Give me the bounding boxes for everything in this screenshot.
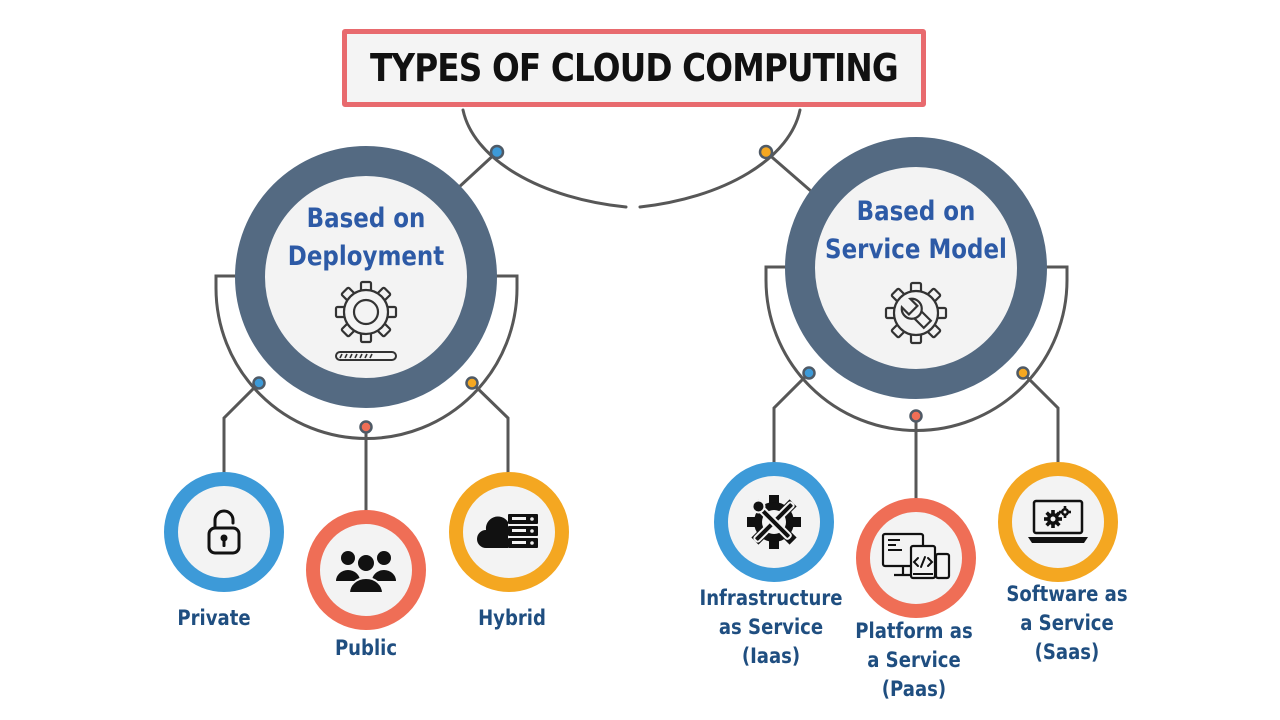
label-private: Private	[137, 604, 292, 633]
link-top-right	[764, 150, 814, 194]
title-banner: TYPES OF CLOUD COMPUTING	[342, 29, 926, 107]
link-top-left	[456, 150, 499, 190]
label-paas-line3: (Paas)	[881, 677, 947, 701]
label-iaas-line2: as Service	[718, 615, 824, 639]
hub-deployment: Based on Deployment	[235, 146, 497, 408]
label-hybrid-line1: Hybrid	[478, 606, 546, 630]
leaf-hybrid	[449, 472, 569, 592]
left-branch-hybrid	[470, 381, 510, 476]
right-branch-saas	[1021, 371, 1060, 467]
leaf-iaas	[714, 462, 834, 582]
code-devices-icon	[881, 532, 951, 580]
hub-service-model: Based on Service Model	[785, 137, 1047, 399]
dot-left-red	[359, 420, 373, 434]
label-paas-line2: a Service	[867, 648, 961, 672]
dot-left-orange	[465, 376, 479, 390]
page-title: TYPES OF CLOUD COMPUTING	[370, 46, 899, 90]
gear-wrench-icon	[884, 281, 948, 345]
label-iaas: Infrastructure as Service (Iaas)	[694, 584, 849, 671]
label-iaas-line3: (Iaas)	[741, 644, 801, 668]
dot-top-right	[758, 144, 774, 160]
label-paas: Platform as a Service (Paas)	[837, 617, 992, 704]
leaf-private	[164, 472, 284, 592]
people-group-icon	[336, 551, 396, 594]
dot-right-orange	[1016, 366, 1030, 380]
label-hybrid: Hybrid	[435, 604, 590, 633]
label-public-line1: Public	[334, 636, 398, 660]
top-connector-arc-right	[638, 108, 802, 209]
label-private-line1: Private	[177, 606, 251, 630]
label-saas: Software as a Service (Saas)	[990, 580, 1145, 667]
hub-deployment-heading-line2: Deployment	[287, 241, 445, 272]
hub-service-model-heading-line2: Service Model	[825, 234, 1007, 265]
hub-service-model-heading-line1: Based on	[856, 196, 976, 227]
hub-service-model-heading: Based on Service Model	[825, 193, 1007, 269]
leaf-paas	[856, 498, 976, 618]
dot-right-red	[909, 409, 923, 423]
left-branch-private	[222, 381, 261, 476]
label-iaas-line1: Infrastructure	[699, 586, 843, 610]
label-paas-line1: Platform as	[855, 619, 973, 643]
laptop-gears-icon	[1028, 499, 1088, 543]
leaf-public	[306, 510, 426, 630]
dot-top-left	[489, 144, 505, 160]
label-public: Public	[289, 634, 444, 663]
label-saas-line2: a Service	[1020, 611, 1114, 635]
leaf-saas	[998, 462, 1118, 582]
label-saas-line1: Software as	[1006, 582, 1128, 606]
dot-right-blue	[802, 366, 816, 380]
hub-deployment-heading-line1: Based on	[306, 203, 426, 234]
right-branch-iaas	[772, 371, 811, 467]
dot-left-blue	[252, 376, 266, 390]
unlocked-padlock-icon	[207, 509, 241, 555]
tools-gear-icon	[747, 495, 801, 549]
gear-with-progress-bar-icon	[334, 280, 398, 361]
hub-deployment-heading: Based on Deployment	[288, 200, 444, 276]
label-saas-line3: (Saas)	[1034, 640, 1100, 664]
cloud-server-icon	[477, 514, 538, 548]
top-connector-arc	[461, 108, 628, 209]
